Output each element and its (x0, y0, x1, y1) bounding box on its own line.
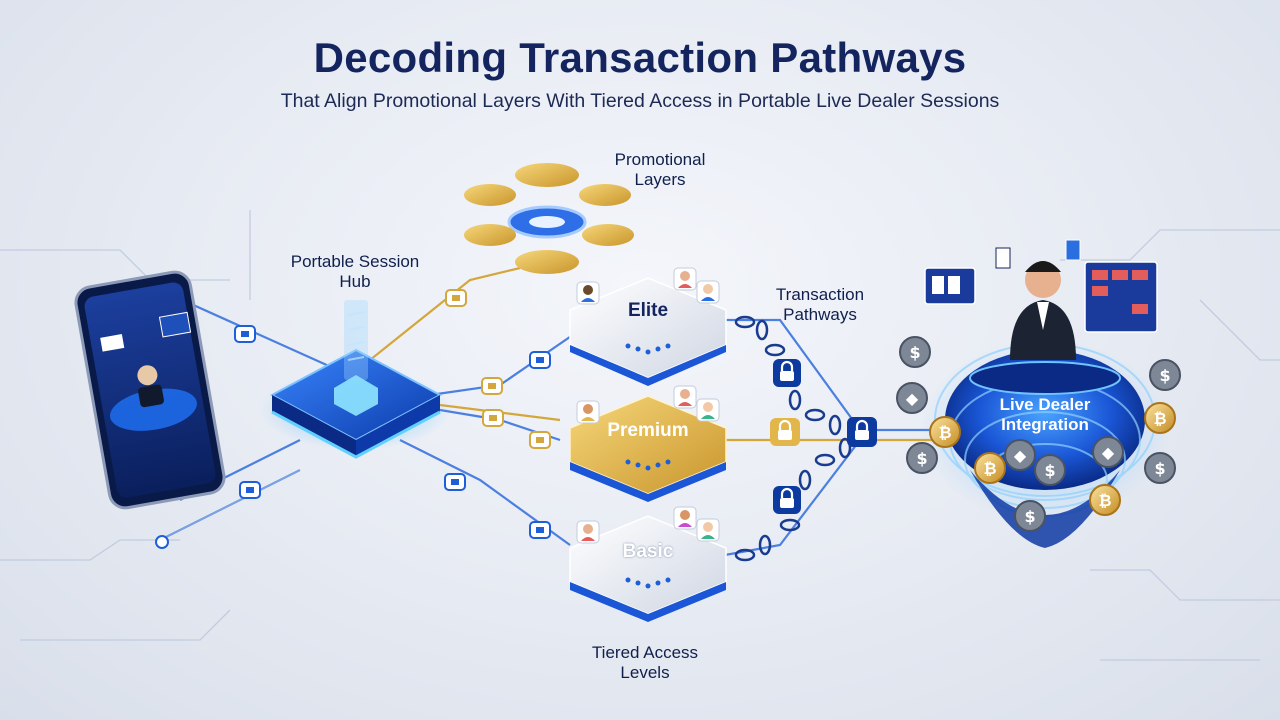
dollar-coin-icon: $ (1034, 454, 1066, 486)
label-live-dealer: Live Dealer Integration (999, 395, 1091, 434)
svg-text:$: $ (916, 449, 927, 468)
title-block: Decoding Transaction Pathways That Align… (0, 34, 1280, 113)
svg-text:₿: ₿ (983, 459, 996, 478)
svg-text:₿: ₿ (938, 423, 951, 442)
svg-text:$: $ (1024, 507, 1035, 526)
live-dealer-vortex (920, 239, 1170, 548)
tier-label-elite: Elite (627, 300, 669, 321)
lock-nodes (155, 289, 551, 549)
tier-premium (569, 395, 727, 502)
dollar-coin-icon: $ (906, 442, 938, 474)
label-session-hub: Portable Session Hub (290, 252, 420, 291)
dollar-coin-icon: $ (899, 336, 931, 368)
svg-text:◆: ◆ (906, 389, 919, 408)
label-promotional-layers: Promotional Layers (614, 150, 706, 189)
tier-elite (569, 277, 727, 386)
bitcoin-coin-icon: ₿ (974, 452, 1006, 484)
svg-text:◆: ◆ (1102, 443, 1115, 462)
ethereum-coin-icon: ◆ (1004, 439, 1036, 471)
svg-text:₿: ₿ (1098, 491, 1111, 510)
chain-links (734, 315, 852, 562)
tier-label-premium: Premium (607, 420, 689, 441)
dollar-coin-icon: $ (1014, 500, 1046, 532)
crypto-coins: $ ◆ ₿ $ ₿ ◆ $ ₿ $ ₿ $ ◆ $ (896, 336, 1181, 532)
bitcoin-coin-icon: ₿ (1089, 484, 1121, 516)
ethereum-coin-icon: ◆ (1092, 436, 1124, 468)
page-subtitle: That Align Promotional Layers With Tiere… (280, 90, 1000, 112)
bitcoin-coin-icon: ₿ (929, 416, 961, 448)
user-avatars (576, 267, 720, 544)
session-hub (261, 300, 451, 459)
dollar-coin-icon: $ (1144, 452, 1176, 484)
svg-text:$: $ (1154, 459, 1165, 478)
page-title: Decoding Transaction Pathways (313, 34, 967, 81)
svg-text:₿: ₿ (1153, 409, 1166, 428)
tier-label-basic: Basic (622, 541, 674, 562)
phone-device (74, 270, 226, 510)
ethereum-coin-icon: ◆ (896, 382, 928, 414)
promotional-layers (464, 163, 634, 274)
svg-text:$: $ (909, 343, 920, 362)
tier-basic (569, 515, 727, 622)
label-transaction-pathways: Transaction Pathways (775, 285, 865, 324)
bitcoin-coin-icon: ₿ (1144, 402, 1176, 434)
padlock-icons (770, 359, 877, 514)
dollar-coin-icon: $ (1149, 359, 1181, 391)
svg-text:$: $ (1044, 461, 1055, 480)
svg-text:◆: ◆ (1014, 446, 1027, 465)
svg-text:$: $ (1159, 366, 1170, 385)
label-tiered-access: Tiered Access Levels (591, 643, 699, 682)
